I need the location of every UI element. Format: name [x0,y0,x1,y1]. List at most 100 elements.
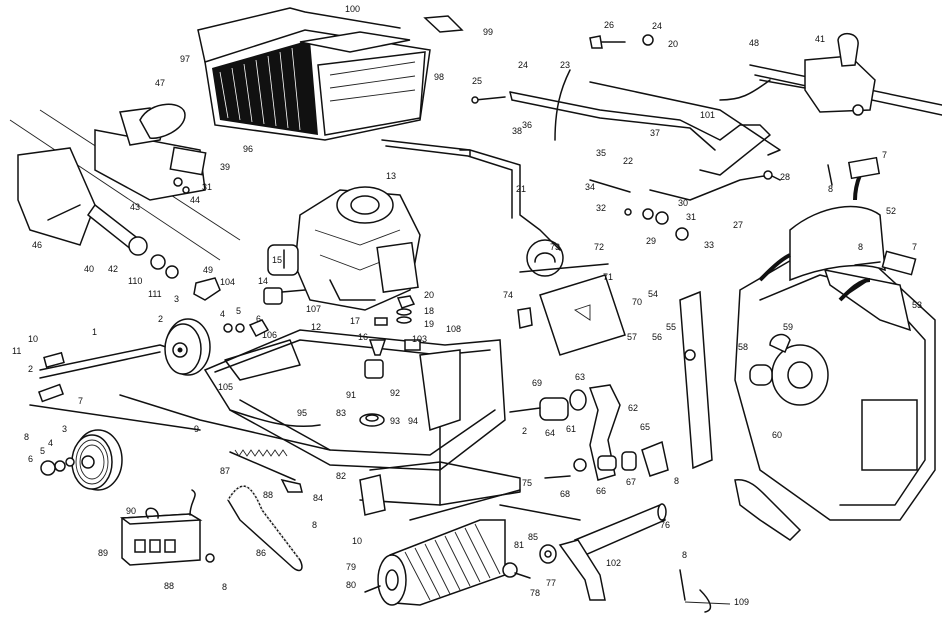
label-6b: 6 [28,454,33,464]
label-98: 98 [434,72,444,82]
axle-rods [29,344,331,451]
label-4: 4 [220,309,225,319]
label-1: 1 [92,327,97,337]
label-86: 86 [256,548,266,558]
label-38: 38 [512,126,522,136]
label-89: 89 [98,548,108,558]
label-49: 49 [203,265,213,275]
label-109: 109 [734,597,749,607]
label-104: 104 [220,277,235,287]
label-60: 60 [772,430,782,440]
label-92: 92 [390,388,400,398]
label-8d: 8 [312,520,317,530]
handle-frame [381,81,781,251]
label-8: 8 [828,184,833,194]
label-66: 66 [596,486,606,496]
label-83: 83 [336,408,346,418]
label-61: 61 [566,424,576,434]
label-8f: 8 [674,476,679,486]
screws-upper [471,34,781,241]
label-43: 43 [130,202,140,212]
label-88: 88 [263,490,273,500]
label-63: 63 [575,372,585,382]
label-107: 107 [306,304,321,314]
shaft-42 [47,203,221,301]
label-32: 32 [596,203,606,213]
label-2c: 2 [522,426,527,436]
label-13: 13 [386,171,396,181]
label-10b: 10 [352,536,362,546]
label-70: 70 [632,297,642,307]
label-19: 19 [424,319,434,329]
label-33: 33 [704,240,714,250]
label-42: 42 [108,264,118,274]
bracket-7-top [827,156,917,276]
label-73: 73 [550,242,560,252]
throttle-control-41 [749,33,942,116]
label-7b: 7 [912,242,917,252]
label-5b: 5 [40,446,45,456]
label-84: 84 [313,493,323,503]
label-75: 75 [522,478,532,488]
hand-shape [734,479,802,541]
label-82: 82 [336,471,346,481]
left-control-assembly [9,103,241,261]
label-6: 6 [256,314,261,324]
label-57: 57 [627,332,637,342]
label-106: 106 [262,330,277,340]
main-chassis [203,329,506,471]
label-81: 81 [514,540,524,550]
label-79: 79 [346,562,356,572]
label-77: 77 [546,578,556,588]
grass-collector-box [197,7,431,141]
label-17: 17 [350,316,360,326]
label-94: 94 [408,416,418,426]
label-71: 71 [603,272,613,282]
engine-13 [263,186,421,311]
label-2b: 2 [158,314,163,324]
label-56: 56 [652,332,662,342]
label-93: 93 [390,416,400,426]
rear-frame-75 [359,461,667,601]
label-88b: 88 [164,581,174,591]
label-37: 37 [650,128,660,138]
label-85: 85 [528,532,538,542]
label-64: 64 [545,428,555,438]
label-41: 41 [815,34,825,44]
label-53: 53 [912,300,922,310]
label-5: 5 [236,306,241,316]
label-7c: 7 [78,396,83,406]
cable-95 [229,409,321,428]
label-36: 36 [522,120,532,130]
label-54: 54 [648,289,658,299]
label-110: 110 [128,276,142,286]
bracket-99 [423,15,464,33]
label-23: 23 [560,60,570,70]
label-44: 44 [190,195,200,205]
label-47: 47 [155,78,165,88]
label-78: 78 [530,588,540,598]
label-16: 16 [358,332,368,342]
label-91: 91 [346,390,356,400]
label-111: 111 [148,289,162,299]
label-11: 11 [12,346,21,356]
label-3b: 3 [62,424,67,434]
label-8c: 8 [24,432,29,442]
label-12: 12 [311,322,321,332]
height-lever-62 [509,384,669,481]
label-14: 14 [258,276,268,286]
label-100: 100 [345,4,360,14]
label-105: 105 [218,382,233,392]
label-10: 10 [28,334,38,344]
label-90: 90 [126,506,136,516]
label-101: 101 [700,110,715,120]
battery-89 [119,489,215,566]
label-22: 22 [623,156,633,166]
label-15: 15 [272,255,282,265]
label-76: 76 [660,520,670,530]
label-87: 87 [220,466,230,476]
label-34: 34 [585,182,595,192]
label-35: 35 [596,148,606,158]
label-68: 68 [560,489,570,499]
